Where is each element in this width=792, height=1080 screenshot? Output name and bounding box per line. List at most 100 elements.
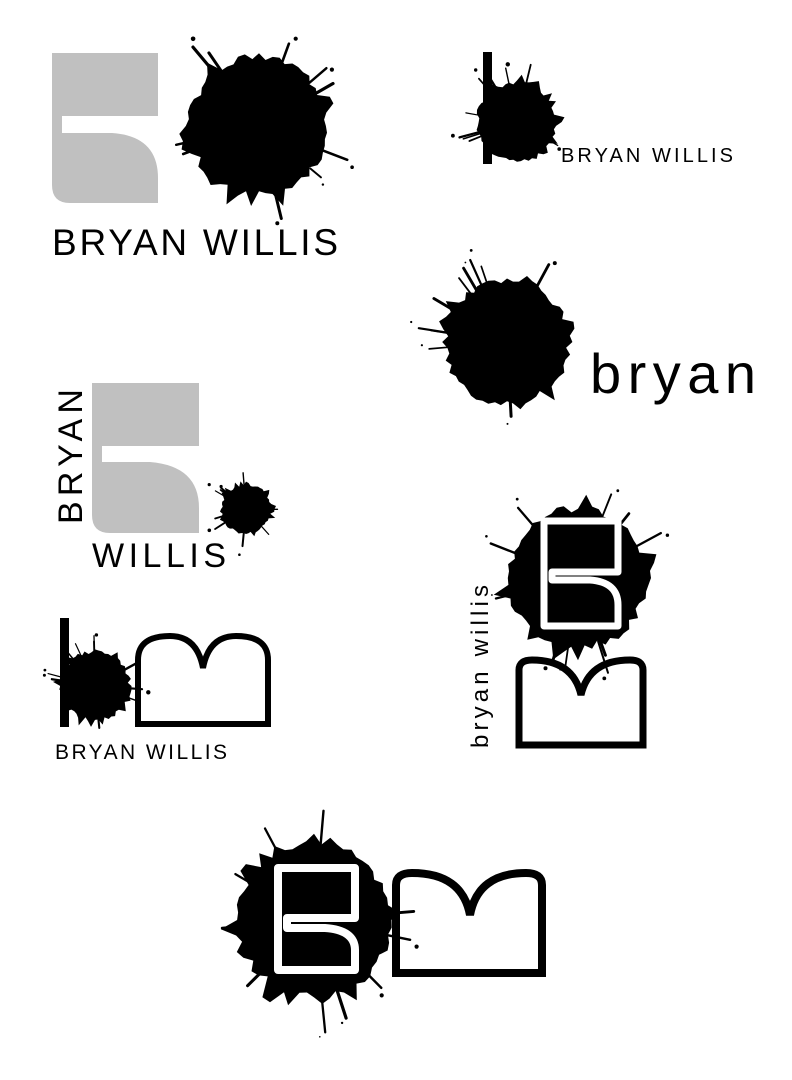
splat-spike <box>516 506 536 529</box>
logo-wordmark-vertical: BRYAN <box>52 389 90 524</box>
splat-droplet <box>219 484 223 489</box>
splat-spike <box>273 189 283 220</box>
splat-spike <box>508 400 513 418</box>
splat-spike <box>315 81 335 95</box>
splat-droplet <box>414 944 419 949</box>
splat-spike <box>428 346 449 350</box>
splat-spike <box>181 147 198 156</box>
k-shape-gray <box>92 383 199 533</box>
splat-spike <box>494 592 515 600</box>
logo-variant-6: BRYAN WILLIS <box>42 618 271 764</box>
splat-spike <box>335 987 348 1020</box>
splat-spike <box>458 277 473 296</box>
splat-body <box>179 53 334 207</box>
splat-droplet <box>350 165 354 169</box>
splat-droplet <box>491 594 493 596</box>
splat-body <box>219 481 276 537</box>
ink-splat <box>207 472 279 556</box>
splat-spike <box>601 493 613 518</box>
splat-droplet <box>543 666 548 671</box>
logo-variant-4: BRYAN WILLIS <box>52 383 279 575</box>
splat-spike <box>308 66 328 84</box>
logo-wordmark: BRYAN WILLIS <box>52 222 338 263</box>
splat-droplet <box>616 489 620 493</box>
splat-spike <box>489 542 518 555</box>
splat-spike <box>635 531 662 548</box>
splat-spike <box>214 520 228 530</box>
splat-droplet <box>552 261 557 266</box>
splat-spike <box>97 718 101 729</box>
splat-spike <box>505 67 510 86</box>
logo-wordmark: BRYAN WILLIS <box>561 145 733 167</box>
splat-spike <box>524 63 532 86</box>
splat-spike <box>598 639 607 657</box>
splat-spike <box>261 526 270 536</box>
splat-spike <box>364 970 383 990</box>
splat-spike <box>241 531 245 548</box>
b-stem <box>60 618 69 727</box>
logo-variant-3: bryan <box>410 249 756 425</box>
splat-droplet <box>42 673 46 677</box>
splat-droplet <box>451 133 455 138</box>
splat-spike <box>242 472 245 486</box>
splat-droplet <box>602 676 607 681</box>
splat-droplet <box>420 344 423 347</box>
splat-spike <box>280 42 291 65</box>
splat-spike <box>74 643 82 657</box>
splat-droplet <box>329 67 334 72</box>
k-monogram <box>274 864 359 974</box>
splat-spike <box>468 135 483 142</box>
splat-spike <box>309 167 322 179</box>
splat-droplet <box>505 62 510 67</box>
splat-spike <box>319 809 325 849</box>
splat-spike <box>469 258 484 289</box>
splat-spike <box>480 265 489 287</box>
splat-spike <box>220 925 243 930</box>
logo-wordmark-vertical: bryan willis <box>467 585 494 748</box>
splat-spike <box>214 490 227 498</box>
splat-spike <box>219 489 228 496</box>
splat-body <box>439 276 575 410</box>
splat-spike <box>564 642 570 668</box>
splat-spike <box>549 140 559 147</box>
splat-spike <box>174 139 196 147</box>
splat-spike <box>458 130 482 139</box>
splat-droplet <box>319 1036 321 1038</box>
splat-droplet <box>94 633 99 637</box>
logo-variant-7 <box>220 809 546 1038</box>
splat-spike <box>385 909 416 916</box>
logo-wordmark: WILLIS <box>92 537 226 575</box>
splat-droplet <box>146 690 151 695</box>
k-shape-gray <box>52 53 158 203</box>
logo-wordmark: bryan <box>590 342 756 405</box>
splat-droplet <box>665 533 670 537</box>
ink-splat <box>42 633 151 729</box>
splat-droplet <box>410 320 413 324</box>
splat-spike <box>191 45 218 77</box>
splat-droplet <box>207 528 212 533</box>
splat-droplet <box>190 36 196 42</box>
splat-droplet <box>207 483 211 487</box>
splat-droplet <box>43 668 47 672</box>
splat-body <box>476 74 565 162</box>
splat-spike <box>465 112 481 116</box>
splat-droplet <box>238 553 241 556</box>
splat-spike <box>462 266 479 292</box>
splat-droplet <box>275 221 280 226</box>
w-monogram <box>392 868 546 977</box>
splat-spike <box>214 515 225 520</box>
splat-spike <box>320 991 327 1034</box>
splat-body <box>53 649 132 727</box>
splat-spike <box>122 661 139 672</box>
splat-droplet <box>293 36 298 41</box>
splat-droplet <box>340 1021 344 1025</box>
splat-droplet <box>474 68 478 72</box>
splat-spike <box>234 872 252 885</box>
splat-spike <box>207 51 223 73</box>
ink-splat <box>451 62 565 162</box>
splat-droplet <box>485 535 488 538</box>
splat-spike <box>432 297 458 313</box>
ink-splat <box>410 249 575 425</box>
logo-variant-5: bryan willis <box>467 489 670 749</box>
